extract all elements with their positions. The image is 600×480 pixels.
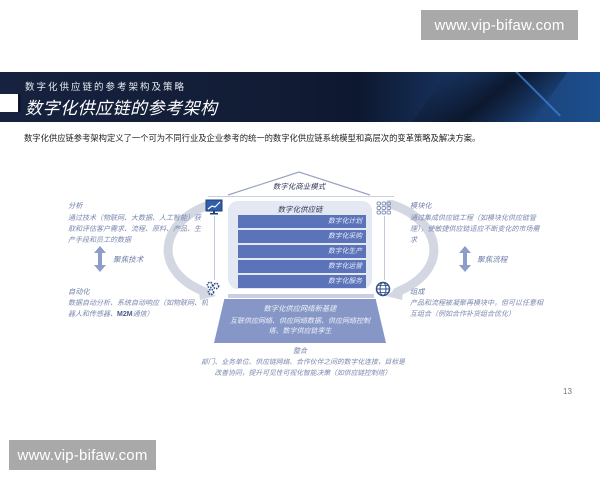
gears-icon <box>206 281 220 296</box>
left-guide-line <box>214 216 215 280</box>
automation-text-part2: 通信） <box>132 310 154 318</box>
foundation-trapezoid <box>214 299 386 343</box>
focus-tech-updown-arrow-icon <box>94 246 106 272</box>
roof-base-line <box>208 196 394 197</box>
globe-icon <box>375 281 391 297</box>
compose-text: 产品和流程被凝聚再模块中，但可以任意相互组合（例如合作补货组合优化） <box>410 299 543 318</box>
foundation-title: 数字化供应网络新基建 <box>263 304 337 313</box>
integrate-label: 整合 <box>293 347 307 355</box>
banner-decoration <box>412 72 568 122</box>
header-banner: 数字化供应链的参考架构及策略 数字化供应链的参考架构 <box>0 72 600 122</box>
analysis-label: 分析 <box>68 201 83 210</box>
roof-triangle <box>227 171 371 196</box>
monitor-chart-icon <box>205 199 223 215</box>
banner-accent-bar <box>18 94 21 112</box>
foundation-top-bar <box>228 294 374 298</box>
bar-digital-planning: 数字化计划 <box>238 215 366 228</box>
automation-text-part1: 数据自动分析、系统自动响应（如物联网、机器人和传感器、 <box>68 299 208 318</box>
m2m-text: M2M <box>117 311 133 318</box>
right-guide-line <box>384 216 385 280</box>
bar-digital-operations: 数字化运营 <box>238 260 366 273</box>
bar-digital-procurement: 数字化采购 <box>238 230 366 243</box>
section-subtitle: 数字化供应链的参考架构及策略 <box>25 82 187 93</box>
right-curve-arrow-icon <box>385 200 439 300</box>
foundation-text: 互联供应网络、供应网络数据、供应网络控制塔、数字供应链孪生 <box>230 317 370 335</box>
modular-label: 模块化 <box>410 201 432 210</box>
page-title: 数字化供应链的参考架构 <box>25 99 218 119</box>
bar-digital-production: 数字化生产 <box>238 245 366 258</box>
focus-process-label: 聚焦流程 <box>477 255 508 264</box>
integrate-text: 部门、业务单位、供应链网络、合作伙伴之间的数字化连接，目标是改善协同，提升可见性… <box>201 358 405 377</box>
focus-tech-label: 聚焦技术 <box>113 255 144 264</box>
watermark-top: www.vip-bifaw.com <box>421 10 578 40</box>
focus-process-updown-arrow-icon <box>459 246 471 272</box>
left-curve-arrow-icon <box>163 200 217 300</box>
bar-digital-service: 数字化服务 <box>238 275 366 288</box>
modular-text: 通过集成供应链工程（如模块化供应链管理），使敏捷供应链适应不断变化的市场需求 <box>410 214 540 244</box>
automation-text: 数据自动分析、系统自动响应（如物联网、机器人和传感器、M2M通信） <box>68 298 208 320</box>
analysis-text: 通过技术（物联网、大数据、人工智能）获取和评估客户需求、流程、原料、产品、生产手… <box>68 214 201 244</box>
intro-text: 数字化供应链参考架构定义了一个可为不同行业及企业参考的统一的数字化供应链系统模型… <box>24 133 481 143</box>
banner-accent-block <box>0 94 18 112</box>
watermark-bottom: www.vip-bifaw.com <box>9 440 156 470</box>
business-model-label: 数字化商业模式 <box>272 182 326 191</box>
automation-label: 自动化 <box>68 287 90 296</box>
modules-grid-icon <box>376 201 391 215</box>
page-number: 13 <box>563 387 572 396</box>
core-title: 数字化供应链 <box>277 205 323 214</box>
compose-label: 组成 <box>410 287 425 296</box>
